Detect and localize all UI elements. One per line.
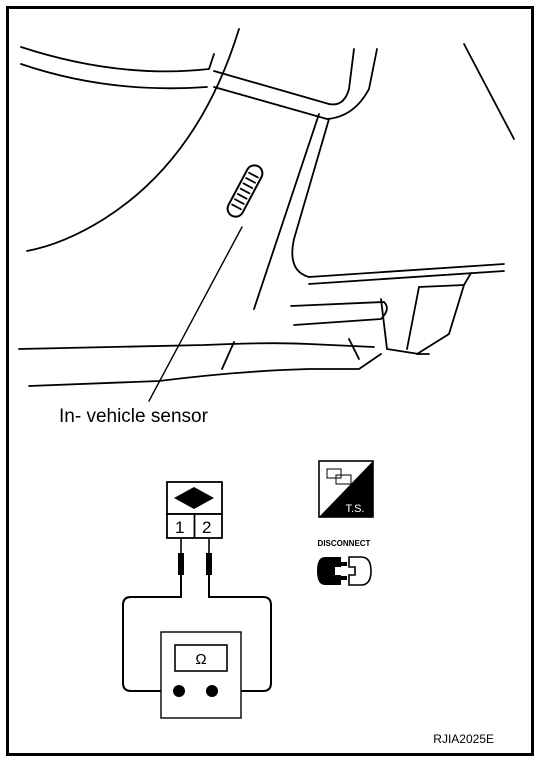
connector-diamond-icon	[174, 487, 214, 509]
ohmmeter-display-symbol: Ω	[195, 651, 206, 668]
technical-service-icon: T.S.	[318, 460, 374, 518]
meter-terminal-right	[206, 685, 218, 697]
sensor-callout-label: In- vehicle sensor	[59, 406, 209, 427]
figure-frame: In- vehicle sensor 1 2 Ω T.S. DISCONNECT	[6, 6, 534, 756]
diagram-canvas: In- vehicle sensor 1 2 Ω T.S. DISCONNECT	[18, 28, 515, 746]
meter-terminal-left	[173, 685, 185, 697]
vehicle-interior-drawing	[18, 28, 515, 402]
callout-leader-line	[148, 226, 243, 402]
in-vehicle-sensor-icon	[226, 164, 264, 218]
harness-connector: 1 2	[166, 481, 223, 539]
probe-leads	[122, 538, 272, 692]
disconnect-icon-label: DISCONNECT	[318, 539, 371, 548]
disconnect-connector-icon: DISCONNECT	[317, 539, 372, 586]
connector-pin-1: 1	[175, 518, 184, 537]
ts-icon-label: T.S.	[346, 503, 365, 515]
figure-code: RJIA2025E	[433, 732, 494, 746]
ohmmeter: Ω	[160, 631, 242, 719]
connector-pin-2: 2	[202, 518, 211, 537]
